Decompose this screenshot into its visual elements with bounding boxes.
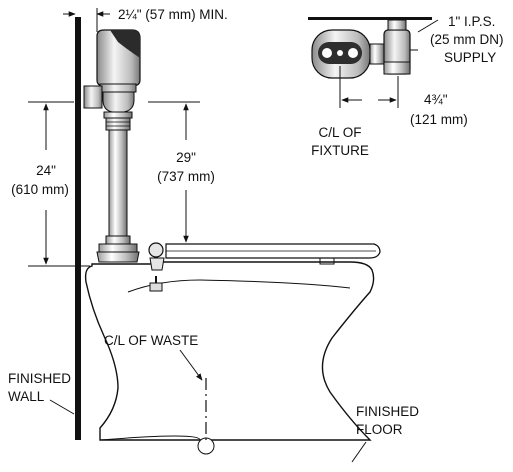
supply-top-view: 1" I.P.S. (25 mm DN) SUPPLY [308,14,504,79]
supply-size-mm-label: (25 mm DN) [430,32,504,47]
height-29-dimension: 29" (737 mm) [148,101,215,245]
toilet-bowl [84,261,375,455]
finished-wall [75,17,81,440]
height-29-mm-label: (737 mm) [157,169,215,184]
offset-min-dimension: 2¼" (57 mm) MIN. [63,7,228,32]
finished-floor-label-2: FLOOR [356,422,403,437]
flush-tube [96,129,140,263]
height-24-in-label: 24" [36,163,56,178]
finished-floor-callout: FINISHED FLOOR [351,404,419,463]
height-24-mm-label: (610 mm) [11,182,69,197]
cl-fixture-label: C/L OF [318,125,361,140]
offset-min-label: 2¼" (57 mm) MIN. [118,7,228,22]
cl-fixture-label-2: FIXTURE [311,143,369,158]
supply-size-label: 1" I.P.S. [448,14,495,29]
cl-waste-label: C/L OF WASTE [104,333,198,348]
finished-floor-label: FINISHED [356,404,419,419]
horizontal-offset-mm-label: (121 mm) [410,112,468,127]
horizontal-offset-in-label: 4¾" [424,92,448,107]
height-29-in-label: 29" [176,150,196,165]
supply-label: SUPPLY [444,50,496,65]
height-24-dimension: 24" (610 mm) [11,101,90,267]
flushometer-valve [83,29,141,131]
finished-wall-callout: FINISHED WALL [8,371,75,415]
toilet-seat [148,242,381,271]
horizontal-offset-dimension: 4¾" (121 mm) C/L OF FIXTURE [311,66,468,158]
finished-wall-label-2: WALL [8,389,45,404]
finished-wall-label: FINISHED [8,371,71,386]
waste-centerline: C/L OF WASTE [104,333,207,444]
